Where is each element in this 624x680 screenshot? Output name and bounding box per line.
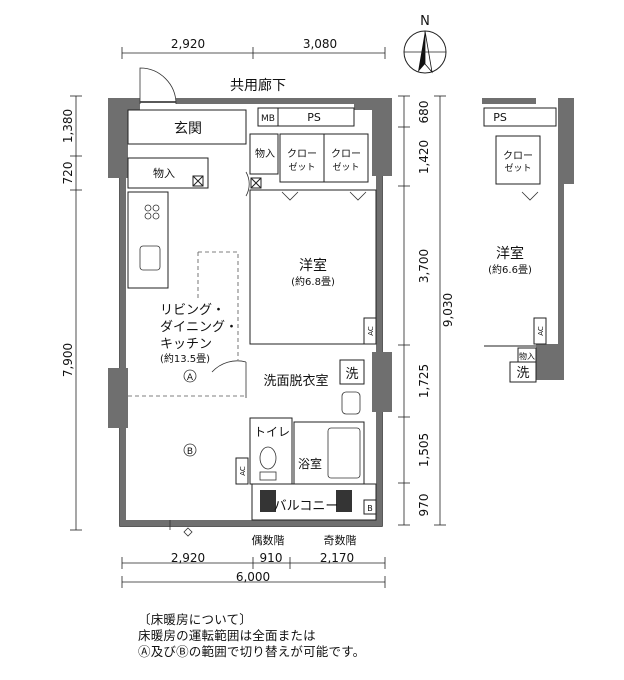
dim-bottom-total: 6,000	[236, 570, 270, 584]
dim-right-5: 1,505	[417, 433, 431, 467]
north-label: N	[420, 14, 430, 29]
dim-top-1: 2,920	[171, 37, 205, 51]
zone-a: A	[187, 373, 194, 383]
closet1-label-b: ゼット	[288, 161, 315, 173]
entrance-label: 玄関	[174, 120, 202, 137]
north-compass-icon: N	[403, 14, 447, 74]
dim-right-1: 680	[417, 101, 431, 124]
alt-closet-b: ゼット	[504, 162, 531, 174]
alt-closet-a: クロー	[503, 150, 533, 162]
corridor-label: 共用廊下	[230, 77, 286, 94]
ps-label: PS	[307, 111, 321, 124]
dim-right-4: 1,725	[417, 364, 431, 398]
ldk-size: (約13.5畳)	[160, 352, 210, 365]
ac-room: AC	[367, 326, 375, 336]
ldk-label-2: ダイニング・	[160, 320, 238, 335]
dim-right-total: 9,030	[441, 293, 455, 327]
dressing-label: 洗面脱衣室	[263, 373, 328, 389]
dim-right-6: 970	[417, 494, 431, 517]
alt-washer-label: 洗	[516, 366, 529, 381]
bath-label: 浴室	[298, 456, 322, 471]
b-mark: B	[367, 504, 373, 513]
floor-heating-heading: 〔床暖房について〕	[138, 612, 252, 627]
main-plan: MB PS 玄関 物入 物入 クロー ゼット クロー ゼット 洋室 (約6.8畳…	[108, 67, 392, 537]
dim-left-2: 720	[61, 162, 75, 185]
balcony-label: バルコニー	[274, 499, 339, 514]
floor-heating-line2: Ⓐ及びⒷの範囲で切り替えが可能です。	[138, 644, 366, 659]
storage1-label: 物入	[153, 166, 175, 180]
zone-b: B	[187, 447, 193, 457]
western-room-size: (約6.8畳)	[291, 275, 335, 288]
dim-right-2: 1,420	[417, 140, 431, 174]
dim-top-2: 3,080	[303, 37, 337, 51]
dim-left-1: 1,380	[61, 109, 75, 143]
alt-storage-label: 物入	[519, 351, 535, 361]
alt-plan: PS クロー ゼット 洋室 (約6.6畳) AC 物入 洗	[482, 98, 574, 383]
ldk-label-3: キッチン	[160, 337, 212, 352]
floor-heating-line1: 床暖房の運転範囲は全面または	[138, 628, 316, 643]
alt-room-label: 洋室	[496, 245, 524, 262]
dim-right-3: 3,700	[417, 249, 431, 283]
dim-bottom-1: 2,920	[171, 551, 205, 565]
alt-room-size: (約6.6畳)	[488, 263, 532, 276]
dim-bottom-3: 2,170	[320, 551, 354, 565]
dim-left-3: 7,900	[61, 343, 75, 377]
washer-label: 洗	[345, 367, 358, 382]
western-room-label: 洋室	[299, 257, 327, 274]
ldk-label-1: リビング・	[160, 303, 225, 318]
toilet-label: トイレ	[254, 425, 290, 439]
even-floor-label: 偶数階	[252, 533, 285, 547]
odd-floor-label: 奇数階	[324, 533, 357, 547]
storage2-label: 物入	[255, 147, 275, 160]
alt-ac: AC	[537, 326, 545, 336]
closet2-label-a: クロー	[331, 148, 361, 160]
dim-bottom-2: 910	[260, 551, 283, 565]
closet2-label-b: ゼット	[332, 161, 359, 173]
closet1-label-a: クロー	[287, 148, 317, 160]
alt-ps-label: PS	[493, 111, 507, 124]
mb-label: MB	[261, 114, 275, 124]
dimension-lines	[70, 47, 446, 588]
ac-ldk: AC	[239, 466, 247, 476]
